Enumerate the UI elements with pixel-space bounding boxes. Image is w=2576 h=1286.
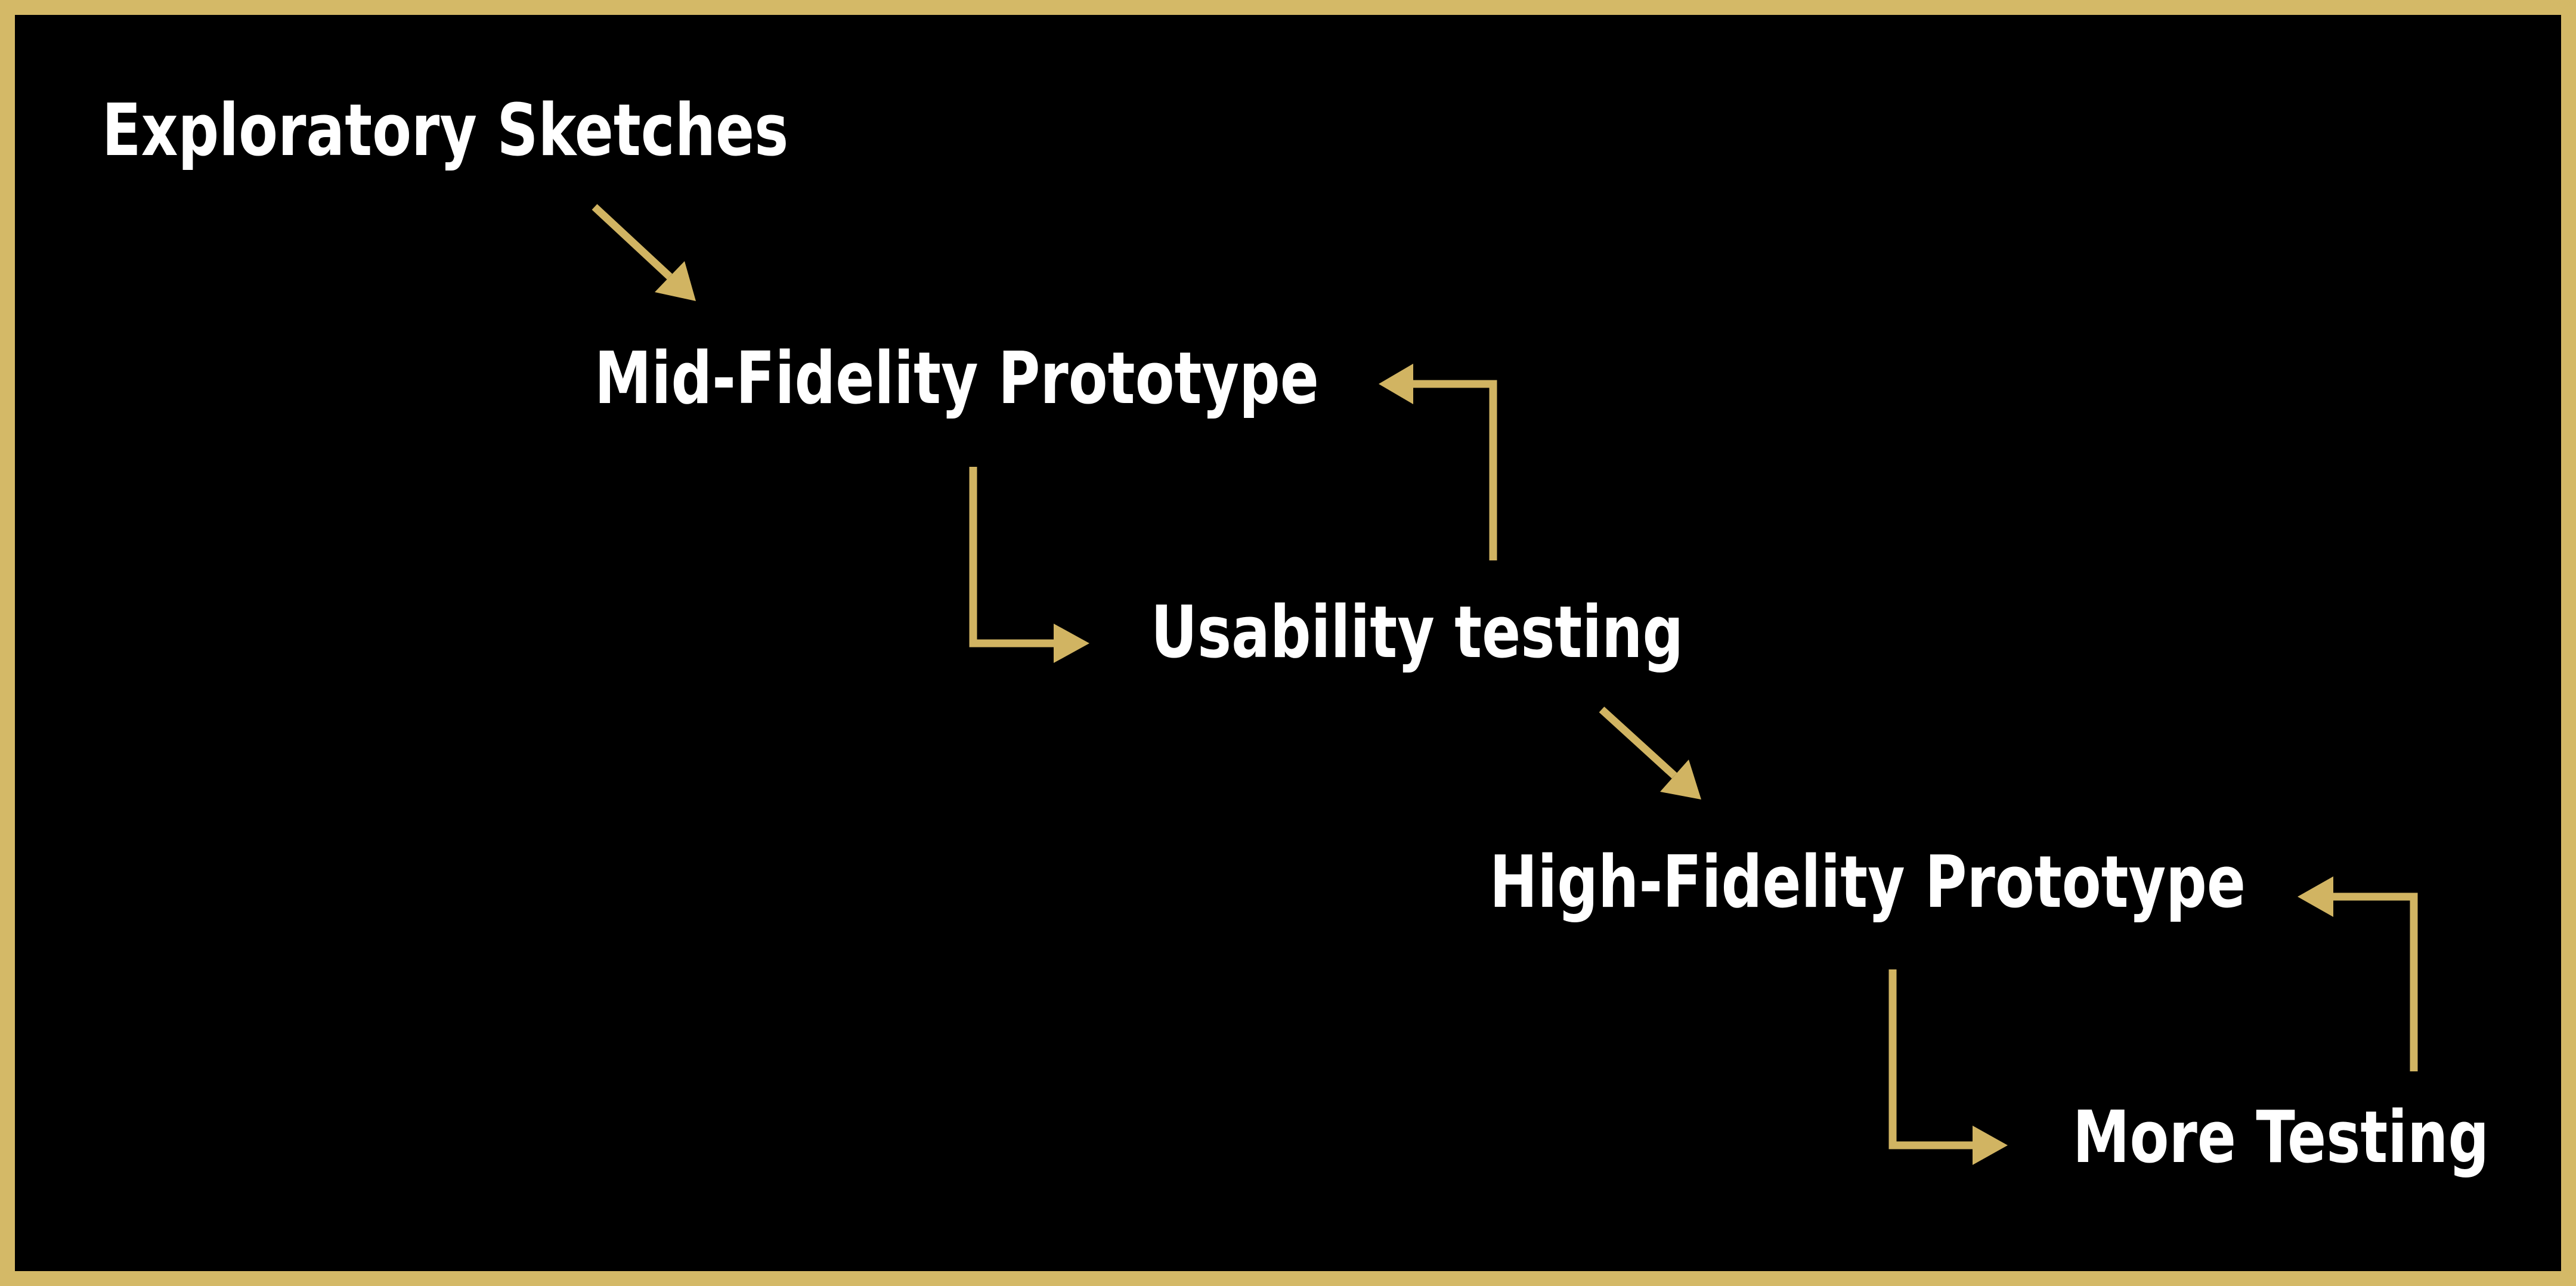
arrow-shaft <box>1888 969 1973 1149</box>
arrowhead-left-icon <box>1379 364 1413 404</box>
arrow-shaft <box>1599 706 1677 779</box>
arrowhead-right-icon <box>1973 1126 2008 1165</box>
arrow-shaft <box>969 467 1054 647</box>
arrow-usability-to-midfidelity <box>1379 364 1497 560</box>
node-mid-fidelity-prototype: Mid-Fidelity Prototype <box>595 337 1319 420</box>
arrowhead-down-right-icon <box>1660 760 1701 800</box>
arrow-midfidelity-to-usability <box>969 467 1089 663</box>
arrow-highfidelity-to-moretesting <box>1888 969 2008 1165</box>
arrow-shaft <box>2333 893 2418 1071</box>
arrow-exploratory-to-midfidelity <box>592 204 696 301</box>
arrowhead-down-right-icon <box>655 261 696 301</box>
arrow-shaft <box>1413 380 1497 560</box>
arrowhead-right-icon <box>1054 624 1089 663</box>
node-exploratory-sketches: Exploratory Sketches <box>102 89 789 172</box>
arrowhead-left-icon <box>2298 876 2333 917</box>
arrow-shaft <box>592 204 673 280</box>
node-more-testing: More Testing <box>2073 1096 2490 1179</box>
arrow-usability-to-highfidelity <box>1599 706 1701 800</box>
node-high-fidelity-prototype: High-Fidelity Prototype <box>1490 841 2246 924</box>
node-usability-testing: Usability testing <box>1151 591 1684 674</box>
arrow-moretesting-to-highfidelity <box>2298 876 2418 1071</box>
